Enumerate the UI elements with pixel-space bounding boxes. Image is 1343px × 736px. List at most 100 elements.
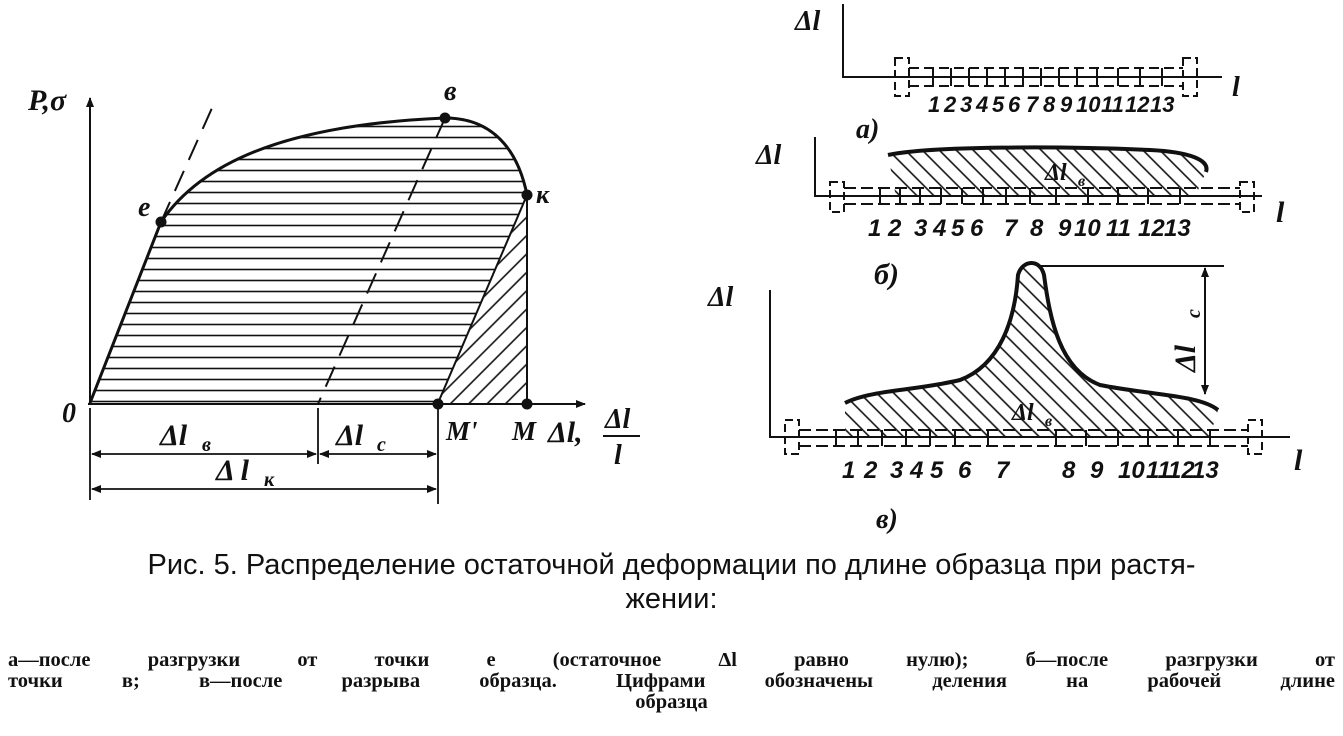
- b-div-13: 13: [1164, 215, 1191, 242]
- point-M-prime-label: M': [445, 416, 478, 446]
- point-k-label: к: [536, 180, 550, 209]
- c-deformation-curve: [844, 261, 1220, 412]
- c-div-8: 8: [1062, 457, 1076, 484]
- c-div-11: 11: [1146, 457, 1171, 484]
- a-div-2: 2: [943, 92, 957, 117]
- c-div-12: 12: [1168, 457, 1195, 484]
- b-grip-right: [1239, 181, 1255, 213]
- x-axis-fraction-num: Δl: [604, 404, 631, 435]
- b-division-numbers: 1 2 3 4 5 6 7 8 9 10 11 12 13: [868, 215, 1191, 242]
- c-div-7: 7: [996, 457, 1011, 484]
- c-div-6: 6: [958, 457, 972, 484]
- dim-label-lv: Δl: [159, 419, 188, 452]
- c-div-5: 5: [930, 457, 944, 484]
- b-div-12: 12: [1138, 215, 1165, 242]
- c-division-numbers: 1 2 3 4 5 6 7 8 9 10 11 12 13: [842, 457, 1219, 484]
- point-e-marker: [155, 216, 167, 228]
- b-div-4: 4: [932, 215, 946, 242]
- b-div-8: 8: [1030, 215, 1044, 242]
- b-dl-label: Δl: [755, 140, 782, 171]
- c-neck-label: Δl: [1169, 344, 1202, 373]
- c-div-2: 2: [863, 457, 878, 484]
- a-div-9: 9: [1060, 92, 1073, 117]
- b-caption: б): [874, 258, 899, 291]
- x-axis-label: Δl,: [547, 416, 583, 449]
- a-div-8: 8: [1043, 92, 1056, 117]
- a-division-ticks: [932, 68, 1163, 86]
- b-div-10: 10: [1074, 215, 1101, 242]
- b-div-7: 7: [1004, 215, 1019, 242]
- a-div-4: 4: [975, 92, 988, 117]
- b-div-1: 1: [868, 215, 881, 242]
- dim-label-lc-sub: c: [377, 434, 386, 456]
- point-v-label: в: [444, 76, 457, 107]
- b-uniform-curve: [887, 145, 1209, 173]
- a-div-3: 3: [960, 92, 972, 117]
- b-div-5: 5: [951, 215, 965, 242]
- point-M-prime-marker: [432, 398, 444, 410]
- a-dl-label: Δl: [794, 6, 821, 37]
- plastic-work-area: [90, 118, 527, 403]
- dashed-unloading-v: [317, 117, 446, 405]
- figure-diagrams: P,σ 0 e в к M' M Δl, Δl l Δl в Δl c Δ l …: [27, 4, 1303, 535]
- c-grip-left: [784, 419, 800, 455]
- c-grip-right: [1247, 419, 1263, 455]
- point-v-marker: [439, 112, 451, 124]
- c-div-9: 9: [1090, 457, 1104, 484]
- c-div-4: 4: [909, 457, 923, 484]
- a-div-13: 13: [1150, 92, 1174, 117]
- specimen-diagram-b: Δl l Δl в 1 2 3 4 5 6 7 8 9 10 11 12 13: [755, 137, 1285, 291]
- c-div-3: 3: [890, 457, 904, 484]
- c-dl-label: Δl: [707, 282, 734, 313]
- a-l-label: l: [1232, 72, 1240, 103]
- c-deformation-area: [845, 262, 1218, 436]
- point-M-label: M: [511, 416, 537, 446]
- a-caption: а): [856, 114, 879, 145]
- b-div-2: 2: [887, 215, 902, 242]
- point-e-label: e: [138, 192, 150, 223]
- a-division-numbers: 1 2 3 4 5 6 7 8 9 10 11 12 13: [928, 92, 1174, 117]
- note-line-3: образца: [635, 691, 708, 713]
- c-div-10: 10: [1118, 457, 1145, 484]
- c-neck-label-sub: c: [1183, 309, 1205, 318]
- b-div-6: 6: [970, 215, 984, 242]
- stress-strain-curve: [88, 116, 529, 404]
- note-line-2: точки в; в—после разрыва образца. Цифрам…: [8, 670, 1335, 692]
- specimen-diagram-a: Δl l 1 2 3 4 5 6 7 8 9 10 11 12 13: [794, 4, 1240, 145]
- a-grip-left: [894, 57, 910, 97]
- b-area-label: Δl: [1044, 160, 1067, 186]
- c-caption: в): [876, 504, 898, 535]
- a-div-5: 5: [992, 92, 1005, 117]
- point-M-marker: [521, 398, 533, 410]
- figure-caption: Рис. 5. Распределение остаточной деформа…: [0, 548, 1343, 616]
- note-line-1: а—после разгрузки от точки е (остаточное…: [8, 649, 1335, 671]
- c-div-1: 1: [842, 457, 855, 484]
- b-div-11: 11: [1106, 215, 1131, 242]
- figure-note: а—после разгрузки от точки е (остаточное…: [8, 650, 1335, 713]
- dim-label-lc: Δl: [335, 419, 364, 452]
- a-div-12: 12: [1125, 92, 1150, 117]
- dim-label-lv-sub: в: [202, 434, 211, 456]
- a-div-10: 10: [1076, 92, 1101, 117]
- dim-label-lk: Δ l: [215, 454, 250, 487]
- a-grip-right: [1182, 57, 1198, 97]
- c-l-label: l: [1294, 444, 1303, 477]
- caption-line-2: жении:: [625, 583, 718, 615]
- origin-label: 0: [62, 398, 76, 429]
- y-axis-label: P,σ: [27, 84, 67, 117]
- caption-line-1: Рис. 5. Распределение остаточной деформа…: [147, 549, 1196, 581]
- b-grip-left: [829, 181, 845, 213]
- b-div-3: 3: [914, 215, 928, 242]
- c-division-ticks: [835, 430, 1211, 446]
- b-l-label: l: [1276, 196, 1285, 229]
- b-division-ticks: [879, 188, 1181, 204]
- dim-label-lk-sub: к: [264, 469, 275, 491]
- specimen-diagram-c: Δl l Δl c Δl в 1 2 3 4 5 6 7 8 9: [707, 261, 1303, 535]
- c-div-13: 13: [1192, 457, 1219, 484]
- b-uniform-area: [888, 147, 1207, 197]
- stress-strain-diagram: P,σ 0 e в к M' M Δl, Δl l Δl в Δl c Δ l …: [27, 76, 640, 504]
- c-area-label: Δl: [1011, 400, 1034, 426]
- point-k-marker: [521, 189, 533, 201]
- dashed-extension-e: [160, 107, 213, 223]
- a-div-1: 1: [928, 92, 940, 117]
